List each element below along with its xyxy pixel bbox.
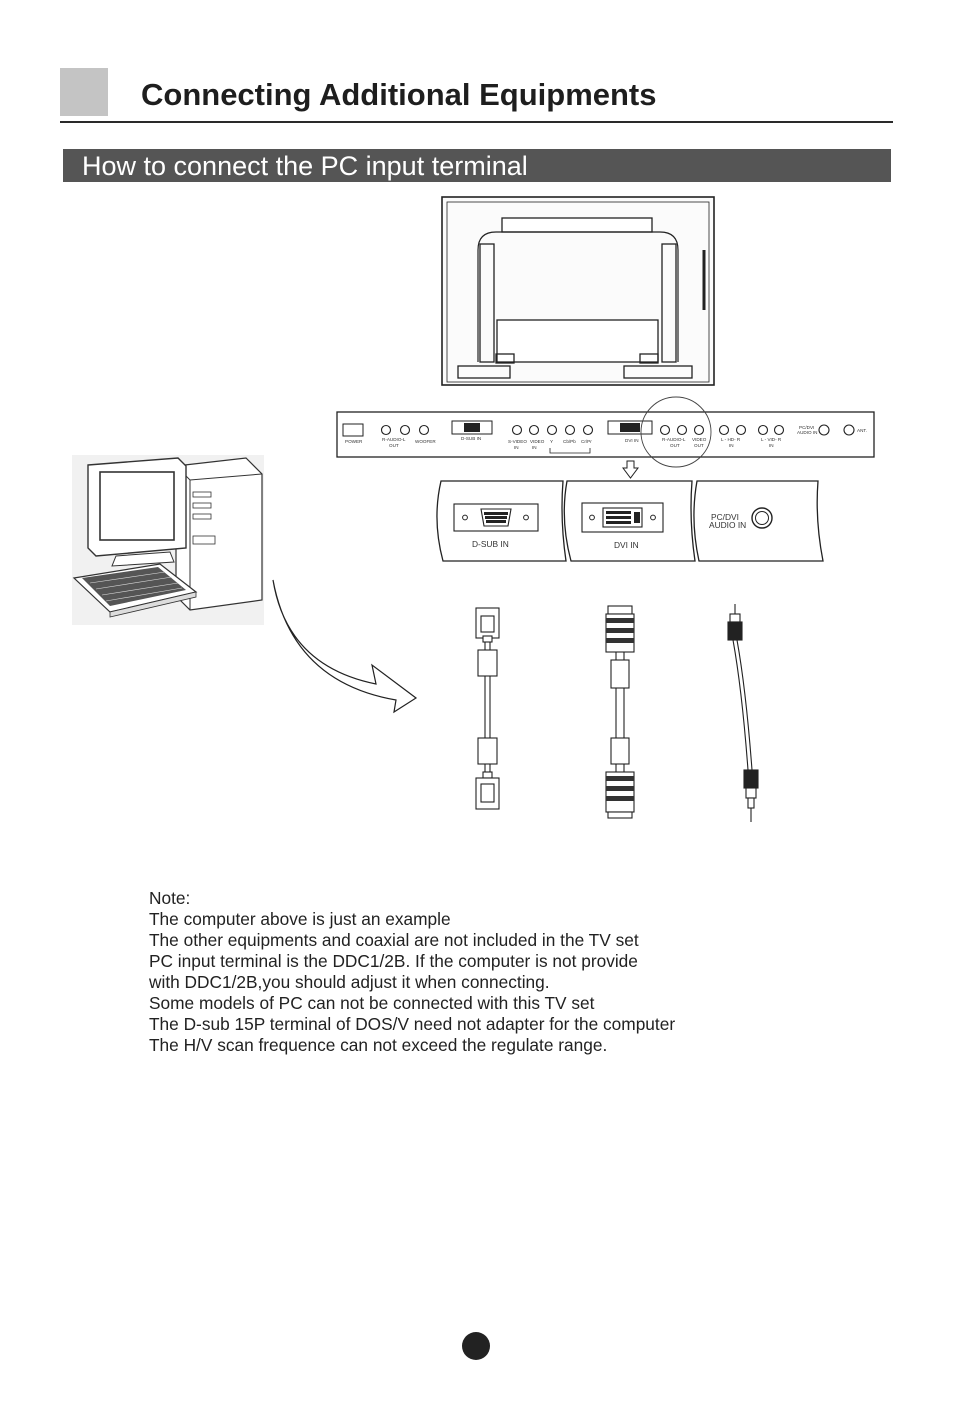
page-title: Connecting Additional Equipments: [141, 77, 657, 112]
panel-label-power: POWER: [345, 439, 363, 444]
note-heading: Note:: [149, 888, 191, 908]
panel-label-d-sub-in: D-SUB IN: [461, 436, 481, 441]
note-line: The H/V scan frequence can not exceed th…: [149, 1035, 608, 1055]
note-line: with DDC1/2B,you should adjust it when c…: [149, 972, 550, 992]
title-divider: [60, 121, 893, 123]
note-line: PC input terminal is the DDC1/2B. If the…: [149, 951, 638, 971]
curved-arrow-icon: [272, 579, 418, 714]
vga-cable-illustration: [475, 607, 500, 810]
panel-label-ant: ANT.: [857, 428, 867, 433]
connection-diagram: POWER R-AUDIO-L OUT WOOFER D-SUB IN S-VI…: [72, 196, 875, 822]
panel-label-s-video: S-VIDEO: [508, 439, 527, 444]
panel-label-y: Y: [550, 439, 553, 444]
zoom-label-d-sub-in: D-SUB IN: [472, 539, 509, 549]
note-line: The D-sub 15P terminal of DOS/V need not…: [149, 1014, 676, 1034]
panel-label-dvi-in: DVI IN: [625, 438, 639, 443]
panel-label-l-vid-r: L - VID- R: [761, 437, 782, 442]
dvi-cable-illustration: [605, 605, 635, 819]
zoomed-connector-panels: D-SUB IN DVI IN PC/DVI AUDIO IN: [436, 480, 824, 562]
page-number-dot: [462, 1332, 490, 1360]
zoom-label-audio-in: AUDIO IN: [709, 520, 746, 530]
tv-rear-illustration: [441, 196, 715, 386]
audio-jack-icon: [751, 507, 773, 529]
panel-label-cb-pb: Cb/Pb: [563, 439, 576, 444]
panel-label-l-hd-r: L - HD- R: [721, 437, 741, 442]
panel-label-woofer: WOOFER: [415, 439, 436, 444]
panel-label-cr-pr: Cr/Pr: [581, 439, 592, 444]
panel-label-s-video-in: IN: [514, 445, 519, 450]
note-line: The computer above is just an example: [149, 909, 451, 929]
down-arrow-icon: [622, 460, 639, 479]
panel-label-r-audio-l-out-b: OUT: [670, 443, 680, 448]
panel-label-r-audio-l-out: R-AUDIO-L: [382, 437, 406, 442]
panel-label-r-audio-l-out-2: OUT: [389, 443, 399, 448]
connection-panel: POWER R-AUDIO-L OUT WOOFER D-SUB IN S-VI…: [336, 396, 875, 468]
panel-label-l-hd-r-in: IN: [729, 443, 734, 448]
panel-label-audio-in: AUDIO IN: [797, 430, 817, 435]
panel-label-pc-dvi: PC/DVI: [799, 425, 814, 430]
section-title: How to connect the PC input terminal: [82, 151, 528, 181]
section-header-bar: [63, 149, 891, 182]
panel-label-r-audio-l: R-AUDIO-L: [662, 437, 686, 442]
note-block: Note: The computer above is just an exam…: [149, 888, 869, 1056]
note-line: Some models of PC can not be connected w…: [149, 993, 595, 1013]
title-marker: [60, 68, 108, 116]
panel-label-video-out-2: OUT: [694, 443, 704, 448]
zoom-label-dvi-in: DVI IN: [614, 540, 639, 550]
zoom-label-pc-dvi: PC/DVI: [711, 512, 739, 522]
audio-cable-illustration: [727, 604, 759, 822]
panel-label-l-vid-r-in: IN: [769, 443, 774, 448]
panel-label-video-out: VIDEO: [692, 437, 707, 442]
panel-label-video: VIDEO: [530, 439, 545, 444]
note-line: The other equipments and coaxial are not…: [149, 930, 639, 950]
computer-illustration: [72, 455, 264, 625]
panel-jacks: [380, 424, 855, 436]
panel-label-video-in: IN: [532, 445, 537, 450]
